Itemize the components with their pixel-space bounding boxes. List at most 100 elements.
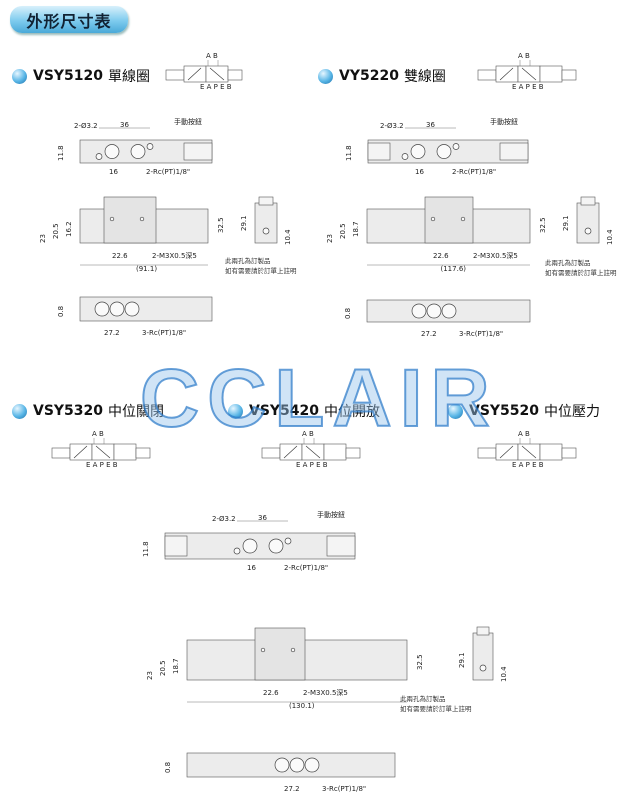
solenoid-symbol — [51, 447, 71, 459]
dimension-label: 3-Rc(PT)1/8" — [459, 330, 504, 338]
model-code: VY5220 — [339, 68, 399, 84]
port-circle — [124, 301, 140, 317]
watermark: CCLAIR — [139, 352, 498, 445]
dimension-label: 27.2 — [284, 785, 300, 793]
solenoid-symbol — [477, 447, 497, 459]
dimension-label: 27.2 — [104, 329, 120, 337]
valve-position-box — [539, 443, 563, 461]
model-heading-vsy5120: VSY5120 單線圈 — [12, 66, 150, 86]
solenoid-symbol — [477, 69, 497, 81]
dimension-label: 0.8 — [344, 307, 352, 319]
dimension-label: 27.2 — [421, 330, 437, 338]
side-view-body — [576, 202, 600, 244]
mount-hole — [430, 216, 436, 222]
dimension-label: 3-Rc(PT)1/8" — [142, 329, 187, 337]
dimension-label: 11.8 — [345, 145, 353, 161]
port-circle — [274, 757, 290, 773]
dimension-label: 11.8 — [142, 541, 150, 557]
model-heading-vsy5320: VSY5320 中位關閉 — [12, 401, 164, 421]
symbol-port-labels-top: A B — [518, 52, 530, 60]
flow-arrow-icon — [73, 445, 111, 459]
flow-arrow-icon — [283, 445, 321, 459]
model-heading-vy5220: VY5220 雙線圈 — [318, 66, 446, 86]
side-view-connector — [580, 196, 596, 206]
symbol-port-labels-bottom: E A P E B — [512, 461, 544, 469]
dimension-label: 20.5 — [339, 223, 347, 239]
port-circle — [104, 144, 120, 159]
solenoid-symbol — [261, 447, 281, 459]
model-heading-vsy5420: VSY5420 中位開放 — [228, 401, 380, 421]
mount-hole — [460, 216, 466, 222]
manual-button-label: 手動按鈕 — [317, 511, 345, 519]
side-view-body — [472, 632, 494, 681]
symbol-port-labels-bottom: E A P E B — [86, 461, 118, 469]
model-type: 雙線圈 — [403, 69, 446, 85]
dimension-label: 16 — [247, 564, 256, 572]
dimension-label: 32.5 — [416, 654, 424, 670]
port-circle — [410, 144, 426, 159]
mount-hole — [146, 143, 154, 150]
port-circle — [441, 303, 457, 319]
dimension-label: 16 — [415, 168, 424, 176]
manual-button-label: 手動按鈕 — [490, 118, 518, 126]
model-type: 中位開放 — [324, 404, 381, 420]
flow-arrow-icon — [499, 445, 537, 459]
valve-position-box — [69, 443, 93, 461]
symbol-port-labels-bottom: E A P E B — [512, 83, 544, 91]
symbol-port-labels-top: A B — [206, 52, 218, 60]
dimension-label: 36 — [120, 121, 129, 129]
model-code: VSY5520 — [469, 403, 540, 419]
dimension-label: 2-Ø3.2 — [380, 122, 404, 130]
dimension-label: 36 — [258, 514, 267, 522]
symbol-port-labels-bottom: E A P E B — [200, 83, 232, 91]
valve-position-box — [495, 443, 519, 461]
dimension-label: 29.1 — [240, 215, 248, 231]
dimension-label: 23 — [39, 234, 47, 243]
symbol-port-labels-top: A B — [518, 430, 530, 438]
model-type: 中位壓力 — [544, 404, 601, 420]
mount-hole — [233, 547, 241, 555]
mount-hole — [401, 153, 409, 160]
page-title: 外形尺寸表 — [10, 6, 128, 33]
note-line: 如有需要請於訂單上註明 — [225, 267, 297, 275]
bullet-icon — [12, 68, 27, 84]
solenoid-symbol — [135, 447, 151, 459]
dimension-label: 32.5 — [217, 217, 225, 233]
dimension-label: 29.1 — [458, 652, 466, 668]
dimension-label: (117.6) — [440, 265, 467, 273]
valve-position-box — [539, 65, 563, 83]
dimension-label: 2-Rc(PT)1/8" — [452, 168, 497, 176]
top-view-solenoid — [326, 535, 356, 557]
dimension-label: 16 — [109, 168, 118, 176]
valve-position-box — [279, 443, 303, 461]
note-line: 此兩孔為訂製品 — [545, 259, 591, 267]
dimension-label: 2-Rc(PT)1/8" — [146, 168, 191, 176]
dimension-label: 16.2 — [65, 221, 73, 237]
note-line: 此兩孔為訂製品 — [225, 257, 271, 265]
dimension-label: 2-Ø3.2 — [74, 122, 98, 130]
dimension-label: 36 — [426, 121, 435, 129]
mount-hole — [290, 647, 296, 653]
port-circle — [242, 538, 258, 554]
mount-hole — [139, 216, 145, 222]
front-view-center-block — [254, 627, 306, 681]
port-circle — [109, 301, 125, 317]
note-line: 如有需要請於訂單上註明 — [545, 269, 617, 277]
dimension-label: 20.5 — [159, 660, 167, 676]
dimension-label: 0.8 — [164, 761, 172, 773]
port-circle — [426, 303, 442, 319]
top-view-body — [164, 532, 356, 560]
dimension-label: 22.6 — [433, 252, 449, 260]
mount-hole — [284, 537, 292, 545]
top-view-solenoid — [164, 535, 188, 557]
dimension-label: 10.4 — [500, 666, 508, 682]
side-view-connector — [258, 196, 274, 206]
dimension-label: 10.4 — [284, 229, 292, 245]
solenoid-symbol — [165, 69, 185, 81]
side-view-body — [254, 202, 278, 244]
dimension-label: 2-Rc(PT)1/8" — [284, 564, 329, 572]
dimension-label: 22.6 — [263, 689, 279, 697]
port-circle — [411, 303, 427, 319]
flow-arrow-icon — [499, 67, 537, 81]
port-circle — [268, 538, 284, 554]
